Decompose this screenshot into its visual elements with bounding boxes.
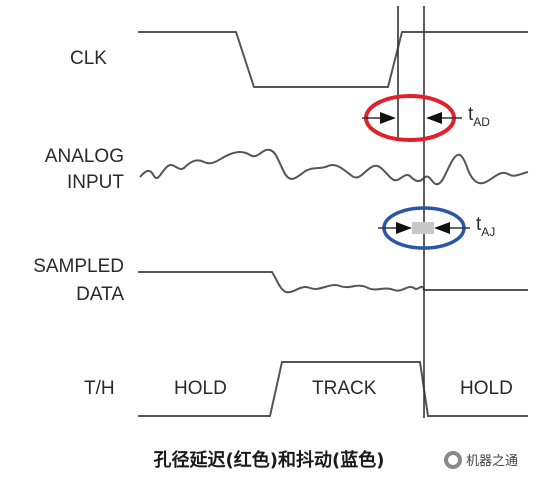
taj-label: tAJ [476,214,495,243]
aperture-jitter-arrow-right-icon [434,222,450,234]
sampled-label-line2: DATA [76,284,124,305]
hold-right-label: HOLD [460,378,513,399]
sampled-label-line1: SAMPLED [33,256,124,277]
tad-main: t [468,104,474,125]
analog-input-waveform [139,148,529,186]
analog-label-line1: ANALOG [44,146,124,167]
watermark: 机器之通 [444,450,518,469]
taj-sub: AJ [481,225,496,239]
watermark-text: 机器之通 [466,454,519,469]
figure-caption: 孔径延迟(红色)和抖动(蓝色) [153,450,385,471]
sampled-data-waveform [138,271,528,294]
track-label: TRACK [312,378,377,399]
hold-left-label: HOLD [174,378,227,399]
taj-main: t [476,214,482,235]
aperture-jitter-arrow-left-icon [396,222,412,234]
wechat-logo-icon [444,450,462,469]
tad-sub: AD [473,115,490,129]
aperture-delay-arrow-right-icon [426,112,442,124]
jitter-band [412,222,434,234]
tad-label: tAD [468,104,490,133]
th-label: T/H [84,378,115,399]
aperture-delay-arrow-left-icon [380,112,396,124]
clk-label: CLK [70,48,107,69]
th-waveform [138,361,528,417]
analog-label-line2: INPUT [67,172,124,193]
clk-waveform [138,31,528,88]
